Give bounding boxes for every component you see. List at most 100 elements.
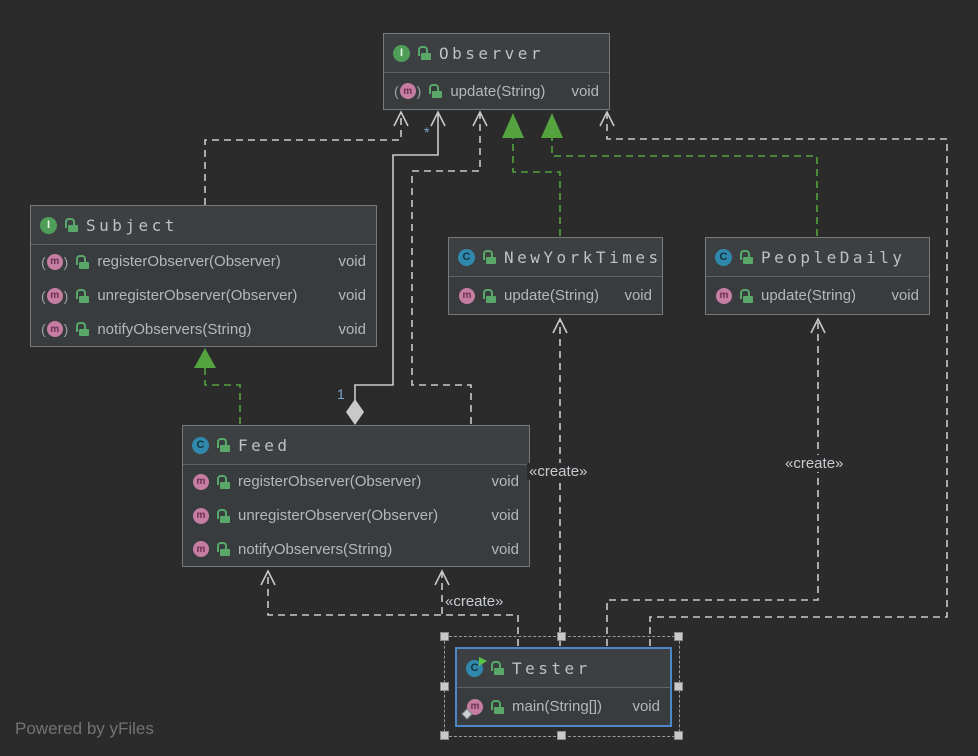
method-name: notifyObservers(String) (238, 540, 393, 558)
node-header-subject: I Subject (31, 206, 376, 245)
public-lock-icon (217, 542, 230, 557)
method-row[interactable]: m notifyObservers(String) void (183, 532, 529, 566)
static-marker-icon (461, 707, 473, 720)
abstract-method-icon: m (394, 83, 421, 99)
public-lock-icon (491, 699, 504, 714)
method-return-type: void (491, 540, 519, 558)
method-icon: m (716, 287, 732, 304)
node-header-newyorktimes: C NewYorkTimes (449, 238, 662, 277)
method-return-type: void (632, 698, 660, 715)
static-method-icon: m (461, 698, 483, 720)
run-triangle-icon (479, 656, 487, 666)
method-name: main(String[]) (512, 698, 603, 715)
multiplicity-star-label: * (424, 124, 430, 140)
method-row[interactable]: m update(String) void (449, 277, 662, 314)
class-icon: C (715, 248, 732, 266)
method-return-type: void (491, 473, 519, 491)
class-node-subject[interactable]: I Subject m registerObserver(Observer) v… (30, 205, 377, 347)
method-row[interactable]: m unregisterObserver(Observer) void (183, 499, 529, 533)
class-icon: C (192, 436, 209, 454)
node-header-peopledaily: C PeopleDaily (706, 238, 929, 277)
selection-handle[interactable] (674, 682, 683, 691)
class-node-tester[interactable]: C Tester m main(String[]) void (455, 647, 672, 727)
method-name: unregisterObserver(Observer) (238, 507, 439, 524)
method-name: unregisterObserver(Observer) (97, 287, 298, 304)
method-row[interactable]: m registerObserver(Observer) void (31, 245, 376, 279)
selection-handle[interactable] (440, 682, 449, 691)
node-title: NewYorkTimes (504, 247, 662, 267)
method-row[interactable]: m notifyObservers(String) void (31, 312, 376, 346)
public-lock-icon (418, 46, 431, 60)
method-row[interactable]: m unregisterObserver(Observer) void (31, 279, 376, 313)
edge-newyorktimes-implements-observer[interactable] (502, 113, 561, 236)
method-return-type: void (338, 253, 366, 271)
edge-feed-implements-subject[interactable] (194, 348, 241, 424)
public-lock-icon (217, 438, 230, 452)
method-row[interactable]: m update(String) void (706, 277, 929, 314)
public-lock-icon (483, 250, 496, 264)
method-row[interactable]: m update(String) void (384, 73, 609, 109)
runnable-class-icon: C (466, 656, 487, 677)
edge-feed-aggregates-observer[interactable] (346, 110, 446, 425)
method-name: registerObserver(Observer) (238, 473, 422, 491)
method-icon: m (193, 507, 209, 524)
method-row[interactable]: m registerObserver(Observer) void (183, 465, 529, 499)
public-lock-icon (65, 218, 78, 232)
public-lock-icon (217, 508, 230, 523)
edge-tester-depends-feed[interactable] (260, 569, 519, 646)
selection-handle[interactable] (674, 731, 683, 740)
public-lock-icon (76, 288, 90, 303)
create-label-newyorktimes: «create» (527, 463, 590, 480)
method-icon: m (193, 473, 209, 490)
selection-handle[interactable] (557, 731, 566, 740)
public-lock-icon (740, 288, 753, 303)
method-name: update(String) (761, 287, 857, 304)
interface-icon: I (40, 216, 57, 234)
method-return-type: void (891, 287, 919, 304)
create-label-feed: «create» (443, 593, 506, 610)
edge-peopledaily-implements-observer[interactable] (541, 113, 818, 236)
method-name: registerObserver(Observer) (97, 253, 281, 271)
public-lock-icon (740, 250, 753, 264)
selection-handle[interactable] (440, 632, 449, 641)
method-row[interactable]: m main(String[]) void (457, 688, 670, 725)
node-title: Feed (238, 435, 291, 455)
public-lock-icon (217, 474, 230, 489)
method-return-type: void (338, 320, 366, 338)
selection-handle[interactable] (557, 632, 566, 641)
abstract-method-icon: m (41, 321, 68, 338)
public-lock-icon (491, 661, 504, 675)
selection-handle[interactable] (674, 632, 683, 641)
selection-handle[interactable] (440, 731, 449, 740)
abstract-method-icon: m (41, 253, 68, 270)
node-title: PeopleDaily (761, 247, 906, 267)
edge-tester-creates-feed[interactable] (434, 569, 450, 614)
yfiles-watermark: Powered by yFiles (15, 719, 154, 738)
method-return-type: void (624, 287, 652, 304)
edge-subject-depends-observer[interactable] (204, 110, 409, 205)
public-lock-icon (76, 254, 90, 269)
method-icon: m (193, 541, 209, 558)
class-node-peopledaily[interactable]: C PeopleDaily m update(String) void (705, 237, 930, 315)
public-lock-icon (483, 288, 496, 303)
edge-feed-depends-observer[interactable] (411, 110, 488, 424)
method-return-type: void (571, 82, 599, 100)
public-lock-icon (429, 84, 443, 98)
class-node-observer[interactable]: I Observer m update(String) void (383, 33, 610, 110)
edge-tester-creates-newyorktimes[interactable] (552, 317, 568, 646)
method-return-type: void (338, 287, 366, 304)
node-header-feed: C Feed (183, 426, 529, 465)
public-lock-icon (76, 322, 90, 337)
method-icon: m (459, 287, 475, 304)
class-node-newyorktimes[interactable]: C NewYorkTimes m update(String) void (448, 237, 663, 315)
edge-tester-depends-observer[interactable] (599, 110, 948, 646)
node-title: Observer (439, 43, 545, 63)
edge-tester-creates-peopledaily[interactable] (606, 317, 826, 646)
method-name: update(String) (450, 82, 546, 100)
node-title: Tester (512, 658, 591, 678)
abstract-method-icon: m (41, 287, 68, 304)
class-node-feed[interactable]: C Feed m registerObserver(Observer) void… (182, 425, 530, 567)
create-label-peopledaily: «create» (783, 455, 846, 472)
method-name: notifyObservers(String) (97, 320, 252, 338)
